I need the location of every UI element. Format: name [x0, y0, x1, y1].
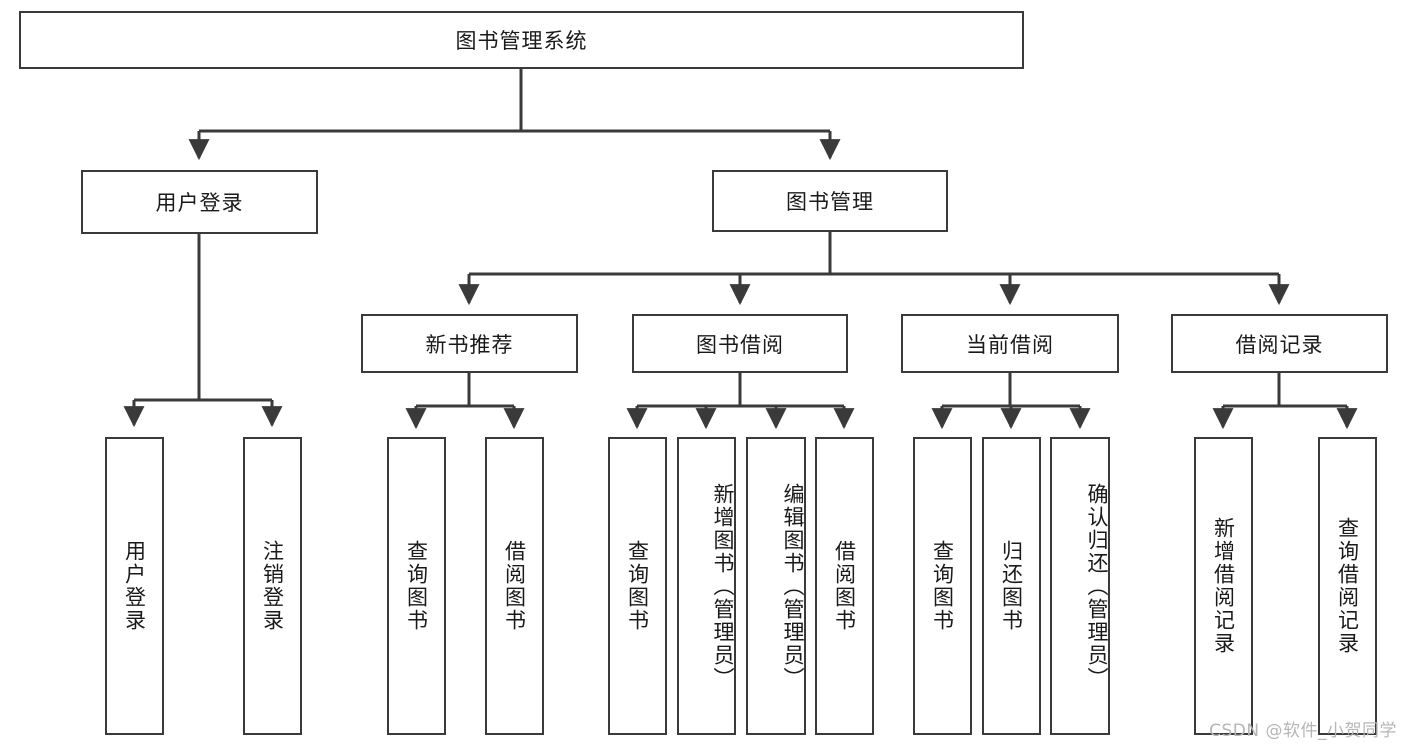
node-book-manage[interactable]: 图书管理 [712, 170, 948, 232]
node-book-borrow-label: 图书借阅 [696, 332, 784, 357]
node-leaf-query-book-1-label: 查询图书 [404, 540, 429, 632]
node-leaf-edit-book[interactable]: 编辑图书（管理员） [746, 437, 806, 735]
node-leaf-edit-book-label: 编辑图书（管理员） [781, 482, 805, 690]
node-root[interactable]: 图书管理系统 [19, 11, 1024, 69]
node-leaf-confirm-return[interactable]: 确认归还（管理员） [1050, 437, 1110, 735]
node-leaf-borrow-book-2-label: 借阅图书 [832, 540, 857, 632]
node-book-borrow[interactable]: 图书借阅 [632, 314, 848, 373]
node-leaf-confirm-return-label: 确认归还（管理员） [1085, 482, 1109, 690]
node-leaf-return-book[interactable]: 归还图书 [982, 437, 1041, 735]
node-leaf-return-book-label: 归还图书 [999, 540, 1024, 632]
node-borrow-record[interactable]: 借阅记录 [1171, 314, 1388, 373]
node-leaf-add-book-label: 新增图书（管理员） [711, 482, 735, 690]
node-leaf-add-record-label: 新增借阅记录 [1211, 517, 1236, 655]
node-current-borrow-label: 当前借阅 [966, 332, 1054, 357]
node-leaf-user-login-label: 用户登录 [122, 540, 147, 632]
node-leaf-user-login[interactable]: 用户登录 [105, 437, 164, 735]
node-user-login-label: 用户登录 [155, 191, 244, 215]
node-root-label: 图书管理系统 [455, 29, 588, 53]
node-leaf-add-record[interactable]: 新增借阅记录 [1194, 437, 1253, 735]
node-new-book-rec-label: 新书推荐 [425, 332, 514, 357]
node-leaf-add-book[interactable]: 新增图书（管理员） [677, 437, 736, 735]
node-leaf-query-record[interactable]: 查询借阅记录 [1318, 437, 1377, 735]
node-book-manage-label: 图书管理 [786, 190, 874, 214]
node-borrow-record-label: 借阅记录 [1235, 332, 1324, 357]
node-leaf-borrow-book-1[interactable]: 借阅图书 [485, 437, 544, 735]
node-leaf-query-book-1[interactable]: 查询图书 [387, 437, 446, 735]
watermark-text: CSDN @软件_小贺同学 [1209, 721, 1397, 741]
node-new-book-rec[interactable]: 新书推荐 [361, 314, 578, 373]
node-current-borrow[interactable]: 当前借阅 [901, 314, 1119, 373]
node-leaf-query-book-2-label: 查询图书 [625, 540, 650, 632]
node-leaf-borrow-book-2[interactable]: 借阅图书 [815, 437, 874, 735]
node-leaf-query-book-3-label: 查询图书 [930, 540, 955, 632]
node-leaf-query-record-label: 查询借阅记录 [1335, 517, 1360, 655]
node-user-login[interactable]: 用户登录 [81, 170, 318, 234]
node-leaf-query-book-3[interactable]: 查询图书 [913, 437, 972, 735]
node-leaf-query-book-2[interactable]: 查询图书 [608, 437, 667, 735]
node-leaf-logout-label: 注销登录 [260, 540, 285, 632]
node-leaf-logout[interactable]: 注销登录 [243, 437, 302, 735]
node-leaf-borrow-book-1-label: 借阅图书 [502, 540, 527, 632]
